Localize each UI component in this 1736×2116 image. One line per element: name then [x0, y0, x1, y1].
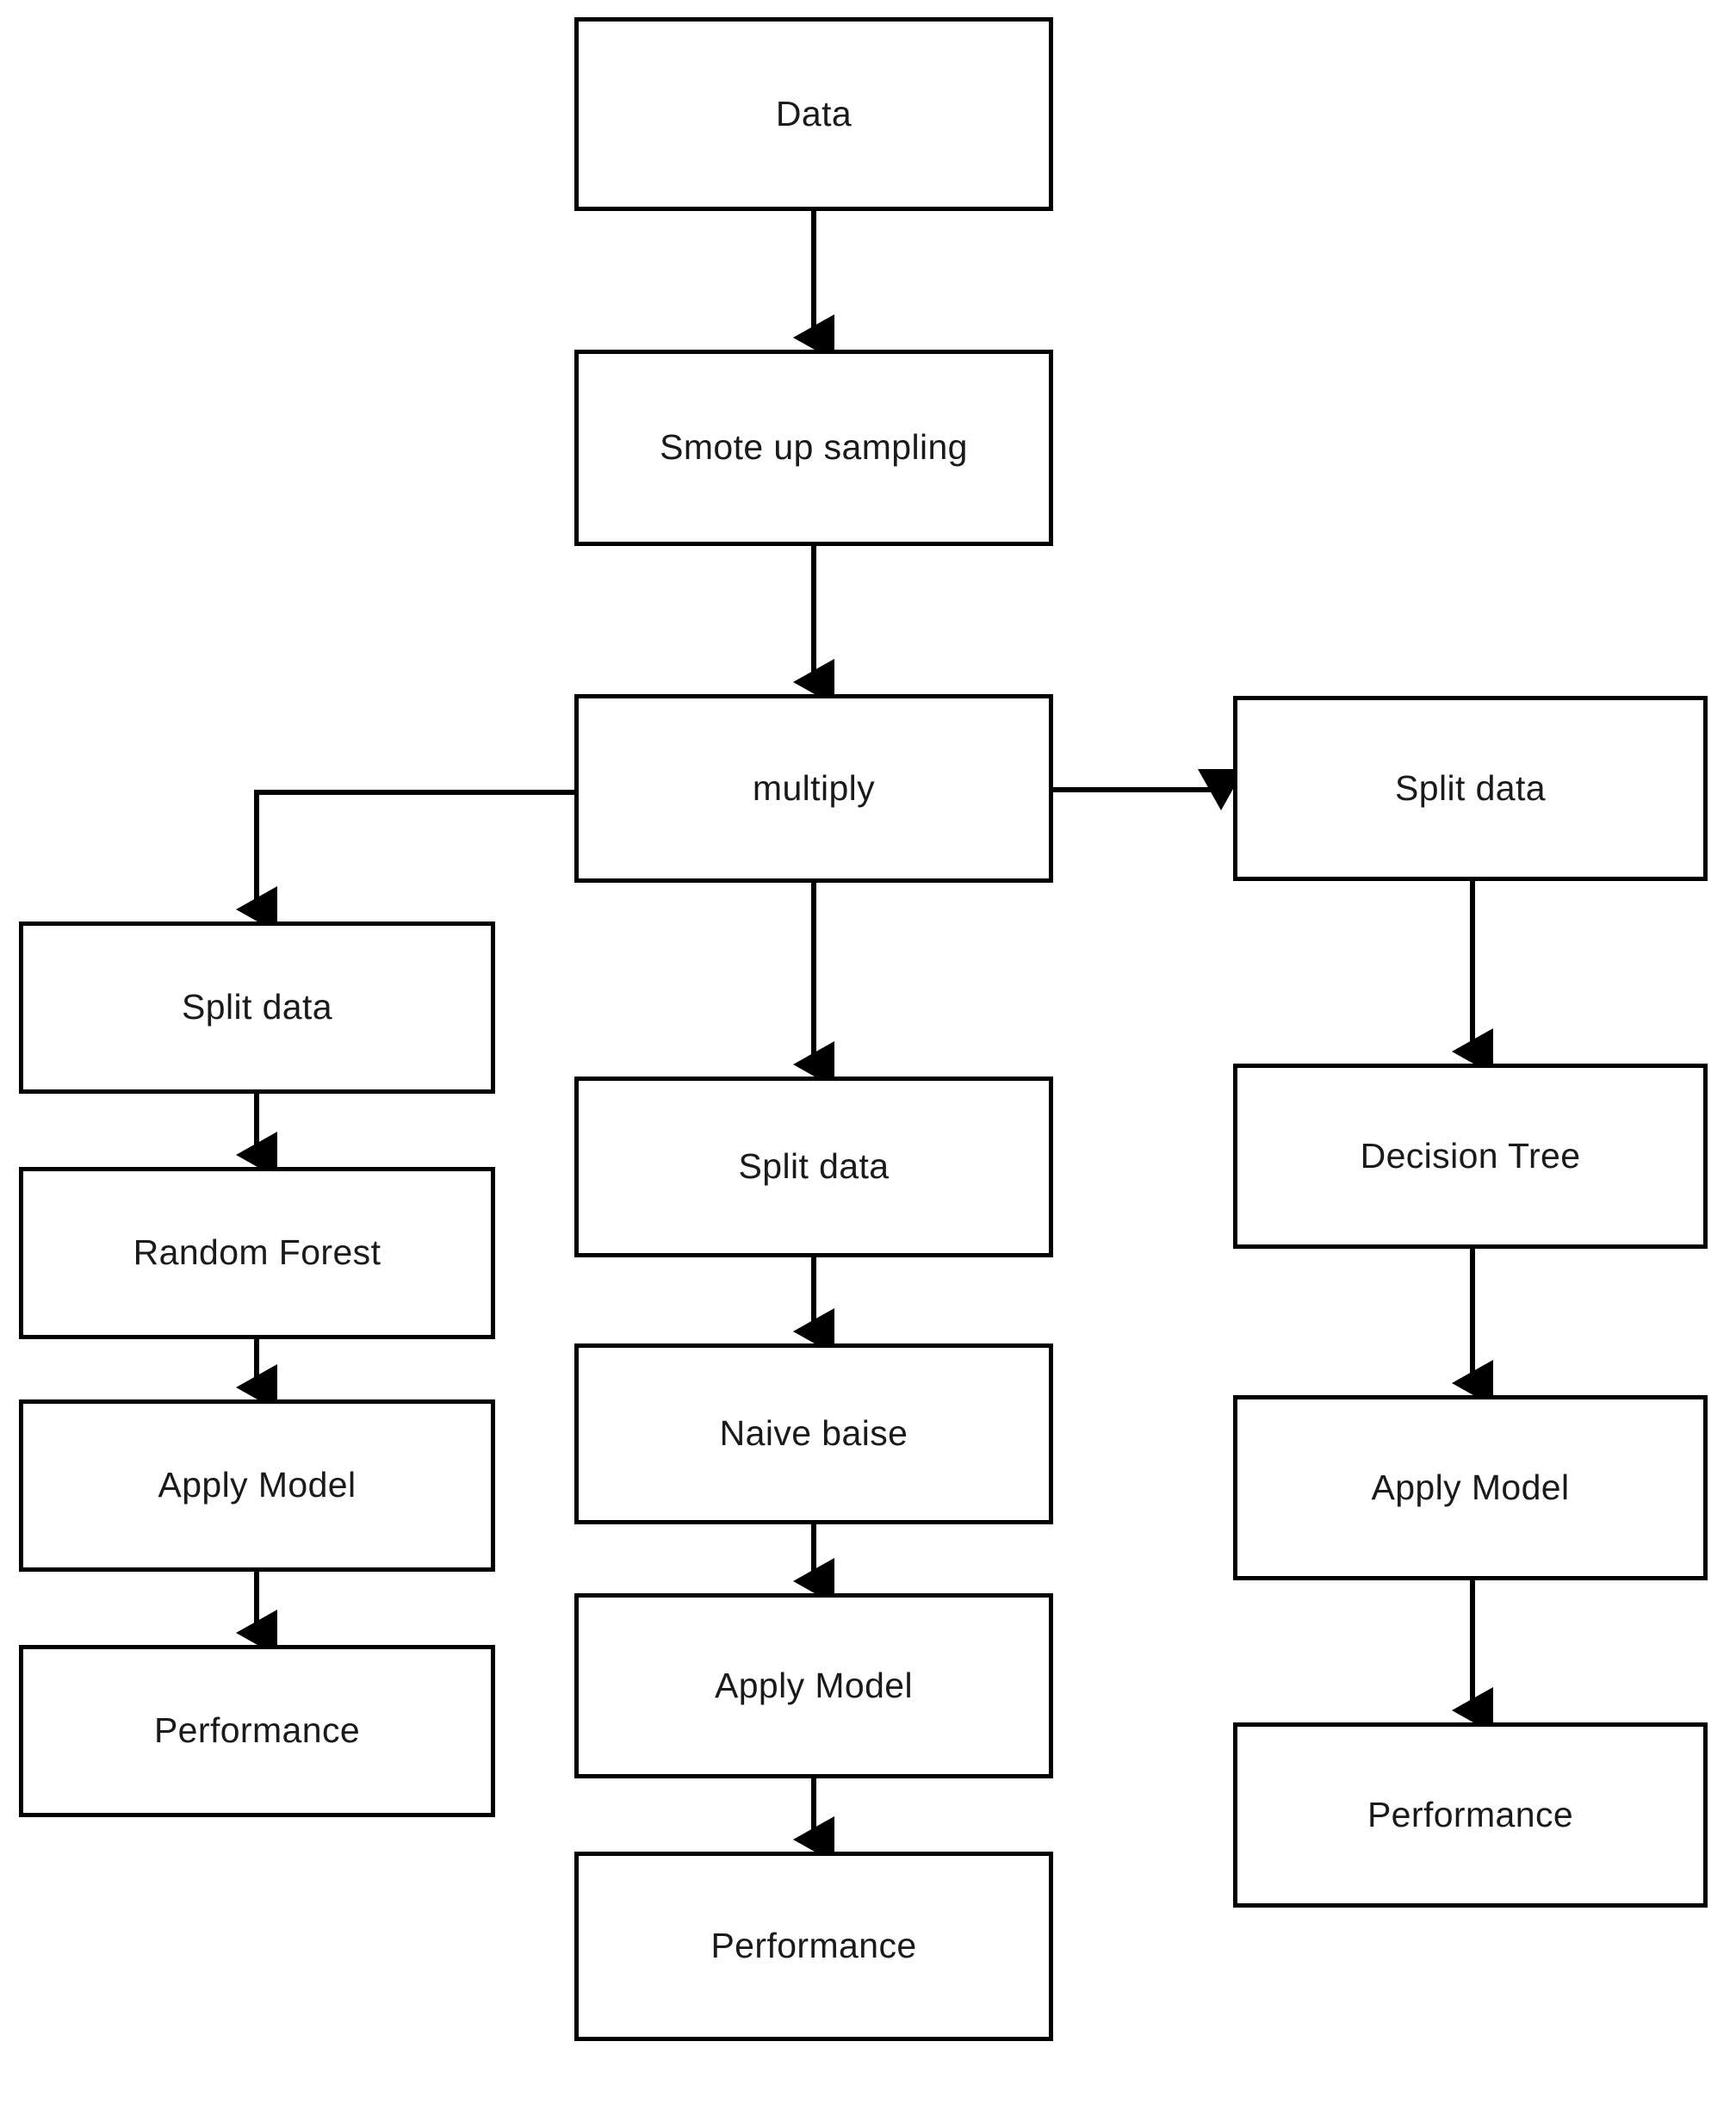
node-apply-model-right[interactable]: Apply Model [1233, 1395, 1708, 1580]
node-label: Split data [182, 987, 332, 1027]
node-label: Apply Model [714, 1665, 914, 1705]
node-multiply[interactable]: multiply [574, 694, 1053, 883]
node-apply-model-center[interactable]: Apply Model [574, 1593, 1053, 1778]
edge-multiply-to-split-left [236, 790, 574, 933]
node-label: Naive baise [719, 1413, 908, 1454]
node-decision-tree[interactable]: Decision Tree [1233, 1064, 1708, 1249]
node-label: Random Forest [133, 1232, 381, 1273]
node-label: Split data [1395, 767, 1546, 808]
node-apply-model-left[interactable]: Apply Model [19, 1399, 495, 1572]
node-split-data-center[interactable]: Split data [574, 1077, 1053, 1257]
node-label: Performance [710, 1926, 917, 1966]
node-split-data-left[interactable]: Split data [19, 921, 495, 1094]
node-random-forest[interactable]: Random Forest [19, 1167, 495, 1339]
node-label: Apply Model [1371, 1467, 1570, 1507]
node-data[interactable]: Data [574, 17, 1053, 211]
node-split-data-right[interactable]: Split data [1233, 696, 1708, 881]
node-label: Decision Tree [1360, 1135, 1581, 1176]
node-label: Split data [738, 1146, 890, 1187]
node-performance-left[interactable]: Performance [19, 1645, 495, 1817]
node-label: Smote up sampling [660, 427, 968, 468]
node-label: Performance [153, 1710, 361, 1751]
node-label: Performance [1367, 1794, 1574, 1834]
node-label: Data [775, 93, 852, 133]
node-label: multiply [752, 767, 876, 808]
node-performance-center[interactable]: Performance [574, 1852, 1053, 2041]
node-label: Apply Model [158, 1465, 356, 1505]
node-smote-up-sampling[interactable]: Smote up sampling [574, 350, 1053, 546]
node-performance-right[interactable]: Performance [1233, 1722, 1708, 1908]
node-naive-baise[interactable]: Naive baise [574, 1343, 1053, 1524]
